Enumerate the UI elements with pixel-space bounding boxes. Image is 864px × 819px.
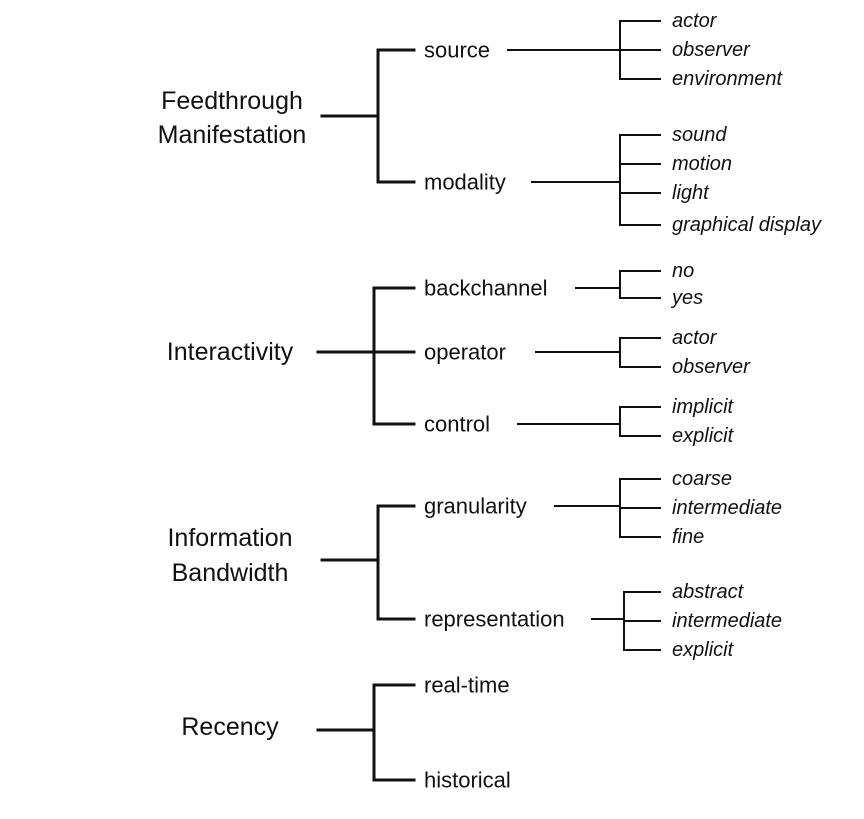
dimension-label: source <box>424 38 490 63</box>
dimension-label: modality <box>424 170 506 195</box>
category-group: Recency real-time historical <box>181 673 510 793</box>
value-label: fine <box>672 526 704 548</box>
value-label: environment <box>672 68 784 90</box>
dimension-label: operator <box>424 340 506 365</box>
value-label: explicit <box>672 639 735 661</box>
dimension-group: modality sound motion light graphical displa… <box>376 124 822 236</box>
value-label: coarse <box>672 468 732 490</box>
value-label: observer <box>672 356 751 378</box>
category-label: Bandwidth <box>172 559 289 587</box>
dimension-group: operator actor observer <box>372 327 751 378</box>
dimension-label: backchannel <box>424 276 548 301</box>
dimension-label: granularity <box>424 494 527 519</box>
category-label: Information <box>167 524 292 552</box>
value-label: graphical display <box>672 214 822 236</box>
dimension-group: real-time <box>372 673 510 698</box>
value-label: no <box>672 260 694 282</box>
value-label: sound <box>672 124 727 146</box>
dimension-label: real-time <box>424 673 510 698</box>
dimension-group: granularity coarse intermediate fine <box>376 468 782 548</box>
value-label: actor <box>672 327 718 349</box>
dimension-group: representation abstract intermediate explic… <box>376 581 782 661</box>
value-label: observer <box>672 39 751 61</box>
category-group: Interactivity backchannel no yes operator act… <box>167 260 751 447</box>
value-label: implicit <box>672 396 735 418</box>
category-label: Interactivity <box>167 338 294 366</box>
value-label: motion <box>672 153 732 175</box>
value-label: light <box>672 182 710 204</box>
dimension-label: historical <box>424 768 511 793</box>
value-label: yes <box>670 287 703 309</box>
value-label: intermediate <box>672 610 782 632</box>
dimension-label: representation <box>424 607 565 632</box>
dimension-group: backchannel no yes <box>372 260 703 309</box>
category-label: Manifestation <box>158 121 307 149</box>
category-label: Feedthrough <box>161 87 303 115</box>
dimension-group: control implicit explicit <box>372 396 735 447</box>
dimension-group: historical <box>372 768 511 793</box>
value-label: abstract <box>672 581 745 603</box>
value-label: intermediate <box>672 497 782 519</box>
category-label: Recency <box>181 713 279 741</box>
value-label: actor <box>672 10 718 32</box>
value-label: explicit <box>672 425 735 447</box>
dimension-label: control <box>424 412 490 437</box>
dimension-group: source actor observer environment <box>376 10 784 90</box>
